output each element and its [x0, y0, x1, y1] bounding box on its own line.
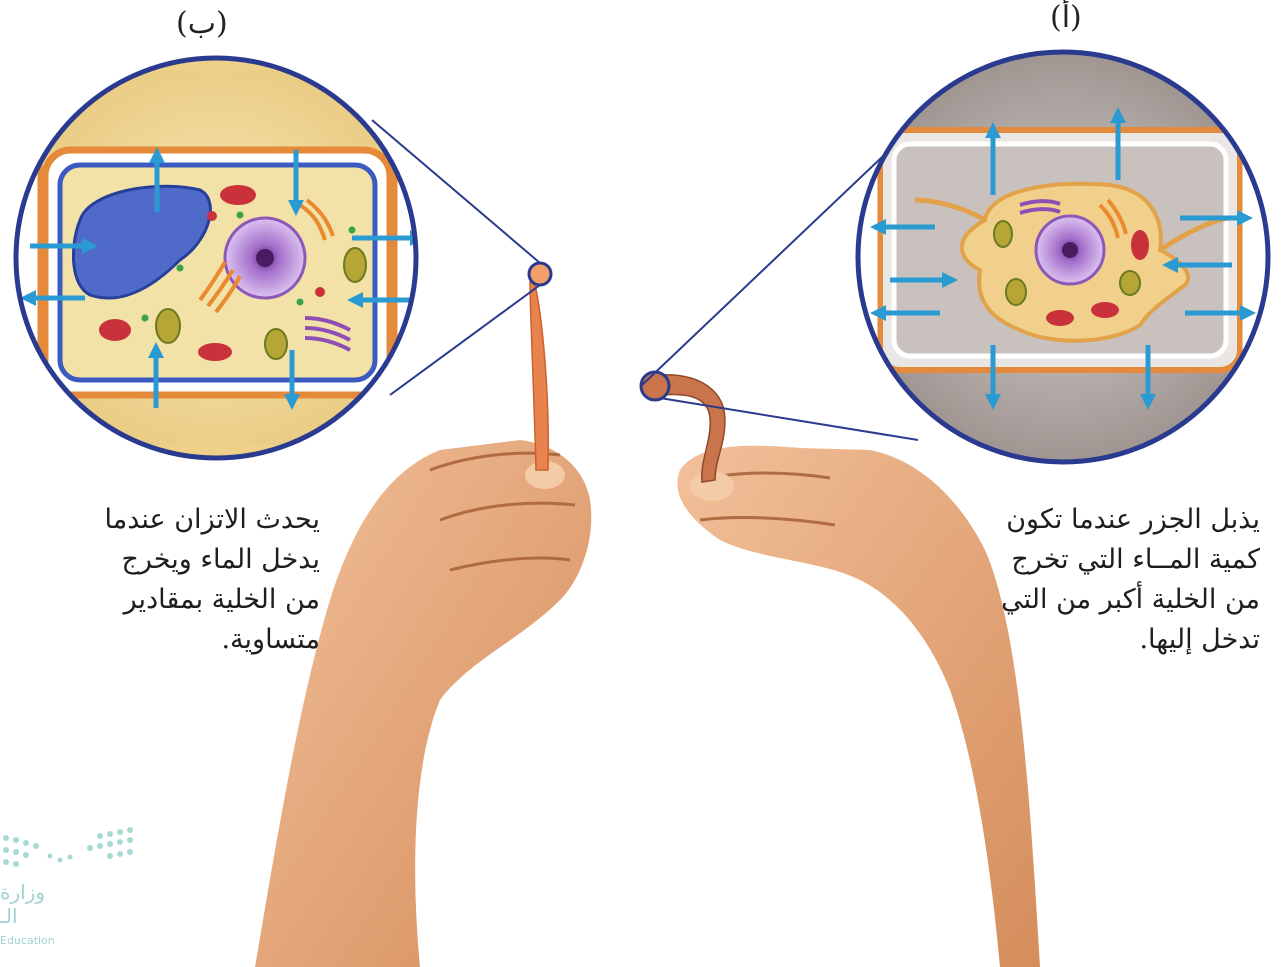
caption-a-line-3: من الخلية أكبر من التي	[960, 580, 1260, 620]
caption-a-line-1: يذبل الجزر عندما تكون	[960, 500, 1260, 540]
caption-a-line-2: كمية المــاء التي تخرج	[960, 540, 1260, 580]
caption-a: يذبل الجزر عندما تكون كمية المــاء التي …	[960, 500, 1260, 660]
caption-a-line-4: تدخل إليها.	[960, 620, 1260, 660]
watermark-ar: وزارة الـ	[0, 880, 60, 928]
label-a: (أ)	[1050, 0, 1082, 35]
caption-b: يحدث الاتزان عندما يدخل الماء ويخرج من ا…	[60, 500, 320, 660]
zoom-point-b	[529, 263, 551, 285]
zoom-point-a	[641, 372, 669, 400]
cell-diagram-b	[10, 40, 425, 475]
ministry-logo	[3, 827, 133, 867]
fresh-carrot	[530, 278, 548, 470]
watermark-en: Education	[0, 934, 60, 947]
caption-b-line-4: متساوية.	[60, 620, 320, 660]
cell-diagram-a	[850, 52, 1270, 462]
caption-b-line-2: يدخل الماء ويخرج	[60, 540, 320, 580]
caption-b-line-1: يحدث الاتزان عندما	[60, 500, 320, 540]
caption-b-line-3: من الخلية بمقادير	[60, 580, 320, 620]
watermark: وزارة الـ Education	[0, 880, 60, 947]
label-b: (ب)	[176, 6, 228, 41]
